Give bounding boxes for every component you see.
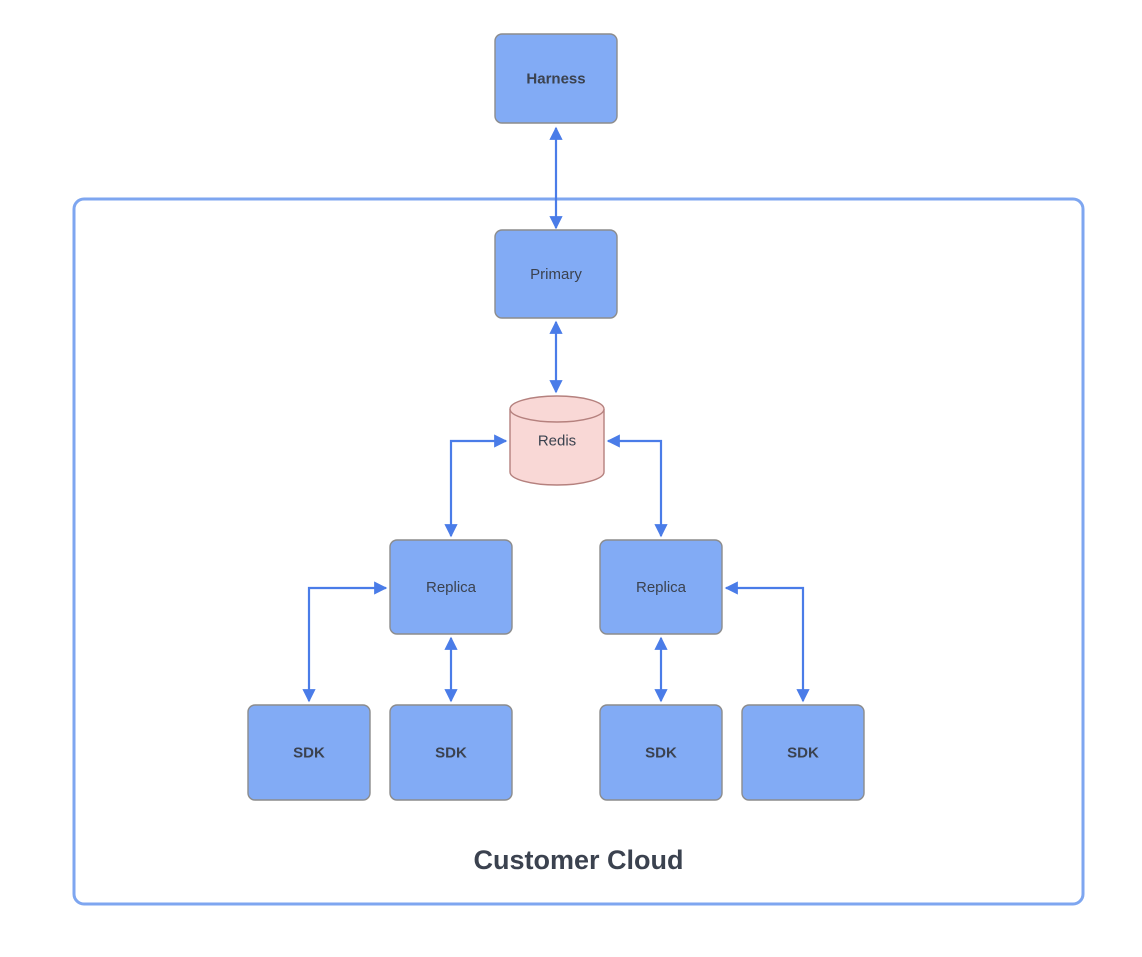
- node-box: [599, 539, 723, 635]
- node-box: [389, 704, 513, 801]
- customer-cloud-title: Customer Cloud: [473, 845, 683, 875]
- node-sdk2[interactable]: SDK: [389, 704, 513, 801]
- connector-layer: [302, 126, 810, 703]
- node-replica1[interactable]: Replica: [389, 539, 513, 635]
- node-sdk4[interactable]: SDK: [741, 704, 865, 801]
- connector-redis-replica1: [444, 434, 508, 538]
- node-box: [389, 539, 513, 635]
- node-box: [599, 704, 723, 801]
- node-sdk1[interactable]: SDK: [247, 704, 371, 801]
- node-box: [741, 704, 865, 801]
- connector-replica2-sdk4: [724, 581, 810, 703]
- customer-cloud-border: [72, 197, 1085, 906]
- node-redis[interactable]: Redis: [509, 395, 605, 486]
- connector-replica1-sdk1: [302, 581, 388, 703]
- node-sdk3[interactable]: SDK: [599, 704, 723, 801]
- node-box: [247, 704, 371, 801]
- node-replica2[interactable]: Replica: [599, 539, 723, 635]
- customer-cloud-group: Customer Cloud: [72, 197, 1085, 906]
- datastore-top-ellipse: [509, 408, 605, 423]
- node-primary[interactable]: Primary: [494, 229, 618, 319]
- connector-redis-replica2: [606, 434, 668, 538]
- node-box: [494, 33, 618, 124]
- node-harness[interactable]: Harness: [494, 33, 618, 124]
- node-box: [494, 229, 618, 319]
